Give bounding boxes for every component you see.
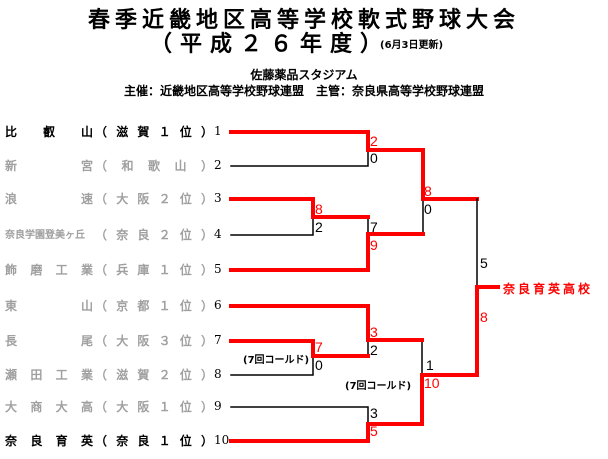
score: 5 (370, 423, 378, 439)
score: 0 (315, 357, 323, 373)
page-subtitle: （平成２６年度） (150, 31, 391, 57)
score: 7 (315, 339, 323, 355)
called-game-note: (7回コールド) (345, 381, 412, 392)
team-region: （兵庫１位） (95, 263, 213, 277)
team-entry: 東山（京都１位） (5, 297, 213, 313)
team-school: 奈良学園登美ヶ丘 (5, 230, 85, 241)
team-seed-number: 9 (214, 399, 222, 413)
line-team-1 (229, 130, 370, 152)
team-seed-number: 10 (214, 433, 230, 447)
team-seed-number: 4 (214, 227, 222, 241)
line-team-3 (229, 197, 315, 219)
team-school: 大商大高 (5, 400, 93, 414)
team-school: 長尾 (5, 334, 93, 348)
team-seed-number: 7 (214, 333, 222, 347)
score: 8 (424, 183, 432, 199)
team-entry: 大商大高（大阪１位） (5, 398, 213, 414)
score: 5 (480, 255, 488, 271)
team-entry: 長尾（大阪３位） (5, 332, 213, 348)
team-region: （大阪３位） (95, 334, 213, 348)
team-region: （和歌山） (95, 159, 213, 173)
team-seed-number: 3 (214, 191, 222, 205)
team-region: （奈良１位） (95, 434, 213, 448)
team-seed-number: 2 (214, 158, 222, 172)
venue: 佐藤薬品スタジアム (250, 68, 358, 82)
line-m7-winner (366, 373, 424, 426)
team-entry: 浪速（大阪２位） (5, 190, 213, 206)
team-school: 奈良育英 (5, 434, 93, 448)
team-school: 飾磨工業 (5, 263, 93, 277)
team-entry: 奈良育英（奈良１位） (5, 432, 213, 448)
line-team-8 (230, 355, 314, 376)
line-m8-winner (420, 285, 500, 377)
score: 10 (424, 375, 440, 391)
team-region: （滋賀１位） (95, 125, 213, 139)
team-school: 比叡山 (5, 125, 93, 139)
team-school: 新宮 (5, 159, 93, 173)
line-team-5 (229, 232, 370, 272)
score: 8 (315, 201, 323, 217)
team-entry: 奈良学園登美ヶ丘 （奈良２位） (5, 226, 213, 242)
team-seed-number: 8 (214, 367, 222, 381)
team-seed-number: 5 (214, 262, 222, 276)
score: 1 (426, 357, 434, 373)
line-team-6 (229, 304, 370, 342)
score: 3 (370, 324, 378, 340)
team-entry: 飾磨工業（兵庫１位） (5, 261, 213, 277)
score: 2 (370, 342, 378, 358)
update-date: (6月3日更新) (380, 40, 444, 51)
team-seed-number: 1 (214, 124, 222, 138)
score: 2 (370, 133, 378, 149)
line-m1-winner (366, 148, 425, 201)
team-entry: 瀬田工業（滋賀２位） (5, 366, 213, 382)
team-school: 瀬田工業 (5, 368, 93, 382)
page-title: 春季近畿地区高等学校軟式野球大会 (87, 7, 520, 33)
score: 0 (370, 150, 378, 166)
team-region: （大阪２位） (95, 192, 213, 206)
score: 2 (315, 219, 323, 235)
team-region: （京都１位） (95, 299, 213, 313)
line-team-7 (229, 339, 315, 358)
line-team-4 (230, 216, 314, 236)
score: 8 (480, 309, 488, 325)
team-seed-number: 6 (214, 298, 222, 312)
called-game-note: (7回コールド) (243, 355, 310, 366)
team-school: 東山 (5, 299, 93, 313)
team-entry: 新宮（和歌山） (5, 157, 213, 173)
score: 3 (370, 405, 378, 421)
organizers: 主催：近畿地区高等学校野球連盟 主管：奈良県高等学校野球連盟 (123, 84, 484, 98)
score: 0 (424, 201, 432, 217)
team-region: （滋賀２位） (95, 368, 213, 382)
line-team-2 (230, 149, 369, 167)
score: 7 (370, 219, 378, 235)
team-entry: 比叡山（滋賀１位） (5, 123, 213, 139)
champion: 奈良育英高校 (503, 282, 594, 296)
team-school: 浪速 (5, 192, 93, 206)
score: 9 (370, 237, 378, 253)
line-team-10 (229, 422, 370, 443)
line-team-9 (230, 406, 369, 425)
team-region: （大阪１位） (95, 400, 213, 414)
team-region: （奈良２位） (95, 228, 213, 242)
